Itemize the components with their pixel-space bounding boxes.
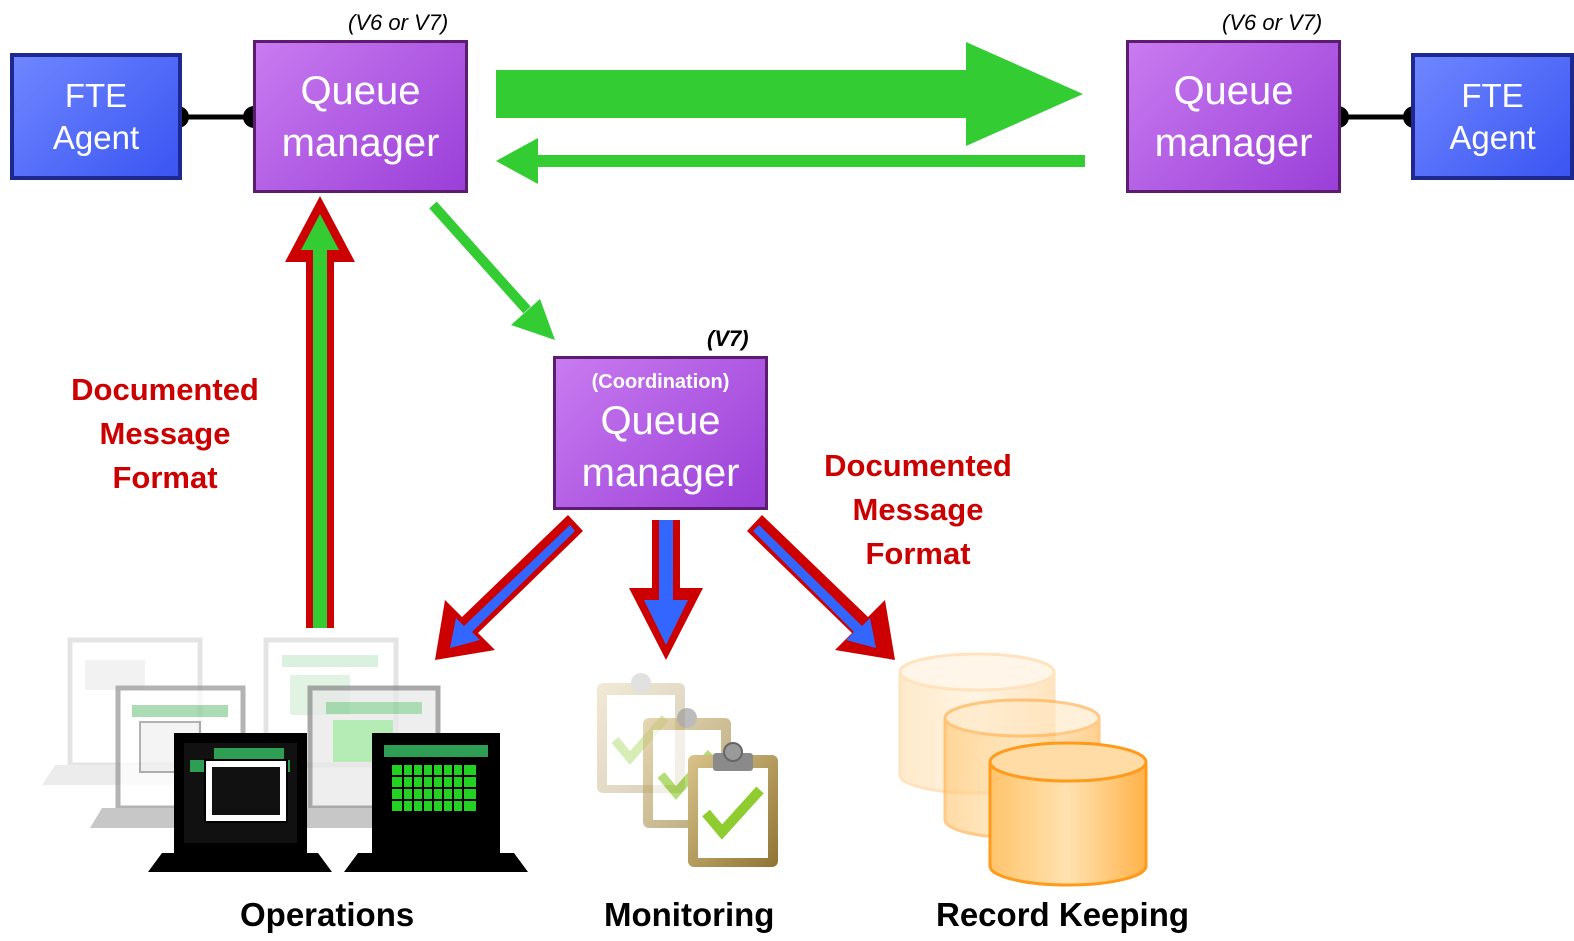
transfer-arrow-left [496, 138, 1085, 184]
right-queue-manager: Queue manager [1126, 40, 1341, 193]
coordination-queue-manager: (Coordination) Queue manager [553, 356, 768, 510]
left-agent-line2: Agent [52, 118, 140, 156]
coordination-label: (Coordination) [591, 371, 730, 393]
coordination-arrow-operations [435, 515, 583, 660]
right-qm-version: (V6 or V7) [1222, 10, 1323, 35]
documented-message-format-left: Documented Message Format [50, 368, 280, 500]
left-queue-manager: Queue manager [253, 40, 468, 193]
documented-message-format-right: Documented Message Format [800, 444, 1036, 576]
left-qm-line2: manager [281, 120, 440, 165]
doc-right-line2: Message [852, 492, 984, 527]
database-cylinder-icon [898, 652, 1148, 887]
right-agent-line2: Agent [1449, 118, 1536, 156]
coordination-qm-line2: manager [581, 451, 740, 495]
doc-right-line1: Documented [824, 448, 1012, 483]
doc-right-line3: Format [865, 536, 971, 571]
operations-command-arrow [285, 196, 355, 628]
right-fte-agent: FTE Agent [1411, 53, 1574, 180]
laptop-stack-icon [42, 637, 528, 872]
coordination-qm-line1: Queue [600, 399, 721, 443]
left-qm-line1: Queue [300, 68, 421, 113]
left-qm-version: (V6 or V7) [348, 10, 449, 35]
doc-left-line1: Documented [71, 372, 259, 407]
right-qm-line2: manager [1154, 120, 1313, 165]
coordination-arrow-monitoring [629, 520, 703, 660]
doc-left-line3: Format [112, 460, 218, 495]
doc-left-line2: Message [99, 416, 231, 451]
clipboard-check-icon [597, 673, 778, 867]
caption-record-keeping: Record Keeping [936, 896, 1190, 933]
caption-monitoring: Monitoring [604, 896, 775, 933]
right-agent-line1: FTE [1461, 76, 1524, 114]
caption-operations: Operations [240, 896, 415, 933]
transfer-arrow-right [496, 42, 1083, 146]
left-agent-line1: FTE [64, 76, 128, 114]
left-fte-agent: FTE Agent [10, 53, 182, 180]
publish-arrow-to-coordination [429, 201, 555, 340]
coordination-arrow-record-keeping [747, 515, 895, 660]
coordination-qm-version: (V7) [707, 326, 749, 351]
right-qm-line1: Queue [1173, 68, 1294, 113]
